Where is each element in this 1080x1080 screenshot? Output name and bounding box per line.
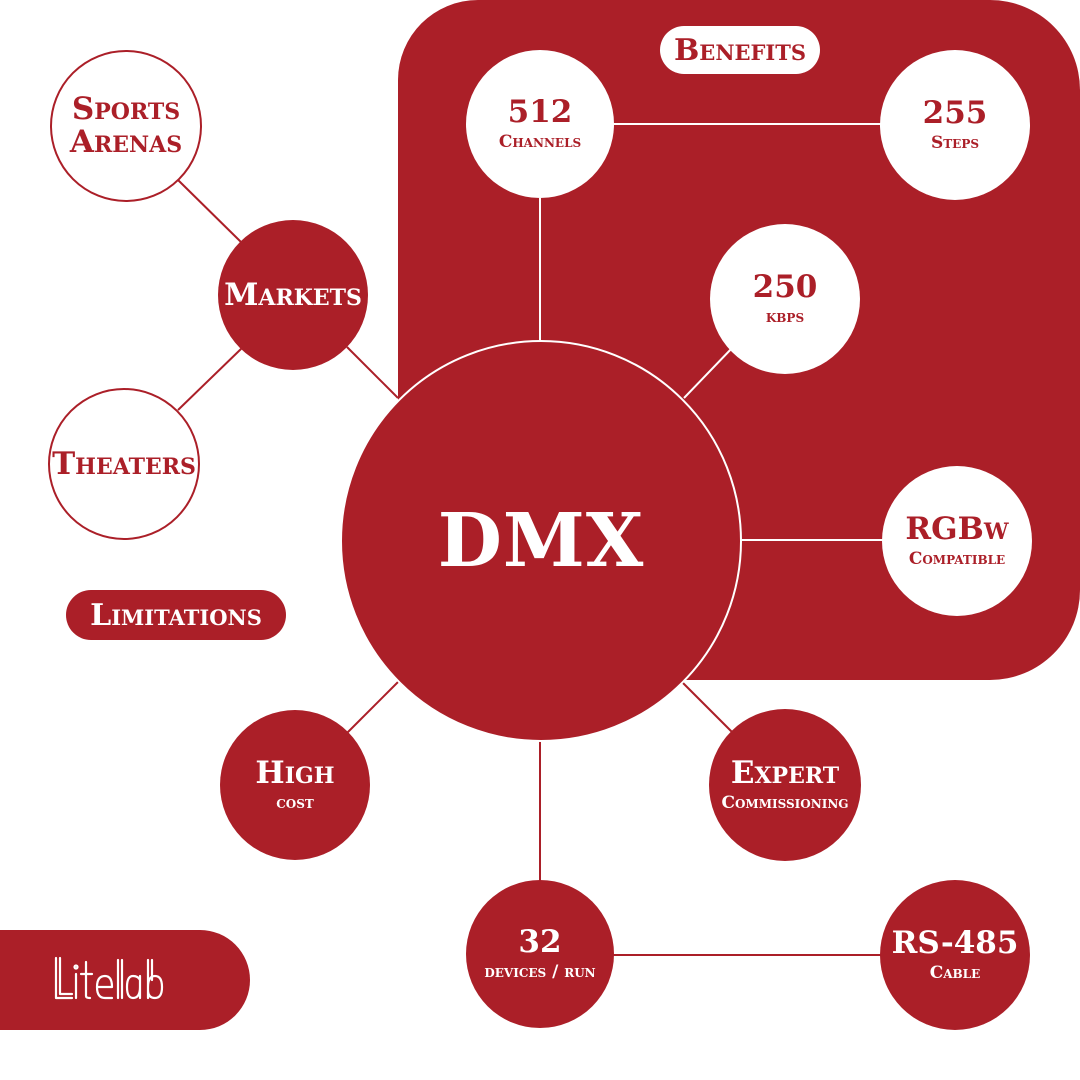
limitation-node-devices-per-run: 32 devices / run — [466, 880, 614, 1028]
connector-markets-sports — [177, 179, 243, 244]
limitations-heading-text: Limitations — [90, 597, 262, 633]
limitation-node-high-cost: High cost — [220, 710, 370, 860]
limitation-node-rs485-cable: RS-485 Cable — [880, 880, 1030, 1030]
connector-dmx-expert — [681, 681, 734, 734]
connector-dmx-250 — [683, 345, 735, 399]
limitations-heading: Limitations — [66, 590, 286, 640]
connector-markets-theaters — [177, 347, 243, 411]
benefits-heading-text: Benefits — [673, 32, 807, 68]
connector-dmx-high — [346, 681, 399, 734]
benefit-node-channels: 512 Channels — [466, 50, 614, 198]
benefit-node-kbps: 250 kbps — [710, 224, 860, 374]
litelab-logo — [54, 956, 164, 1000]
limitation-node-expert-commissioning: Expert Commissioning — [709, 709, 861, 861]
market-node-theaters: Theaters — [48, 388, 200, 540]
benefit-node-steps: 255 Steps — [880, 50, 1030, 200]
markets-hub-node: Markets — [218, 220, 368, 370]
benefit-node-rgbw: RGBw Compatible — [882, 466, 1032, 616]
benefits-heading: Benefits — [660, 26, 820, 74]
connector-markets-dmx — [346, 346, 399, 399]
dmx-center-label: DMX — [437, 498, 645, 584]
dmx-center-node: DMX — [340, 340, 742, 742]
litelab-logo-box — [0, 930, 250, 1030]
market-node-sports-arenas: Sports Arenas — [50, 50, 202, 202]
